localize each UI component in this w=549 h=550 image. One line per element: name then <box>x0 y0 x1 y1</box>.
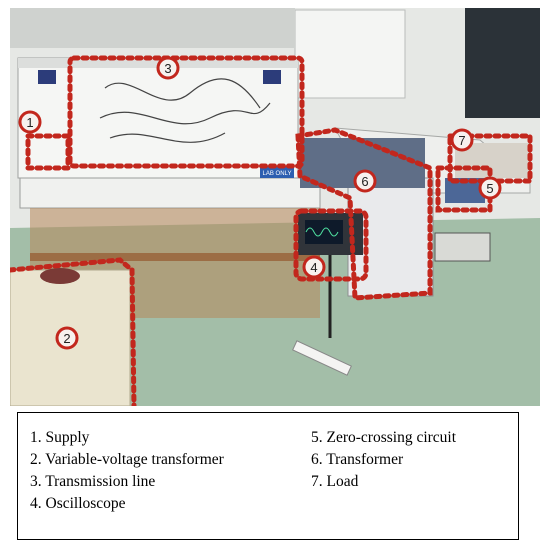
wiring <box>99 78 271 143</box>
marker-2: 2 <box>55 326 79 350</box>
oscilloscope-screen <box>305 220 343 244</box>
legend-box: 1. Supply 2. Variable-voltage transforme… <box>17 412 519 540</box>
variac-knob <box>40 268 80 284</box>
whiteboard <box>294 9 406 99</box>
legend-item-load: 7. Load <box>311 473 359 490</box>
lab-sign <box>260 166 294 178</box>
svg-text:7: 7 <box>458 133 465 148</box>
marker-1: 1 <box>18 110 42 134</box>
marker-7: 7 <box>450 128 474 152</box>
window <box>465 8 540 118</box>
lab-setup-photo: LAB ONLY 1 2 3 4 5 <box>10 8 540 406</box>
legend-item-transformer: 6. Transformer <box>311 451 404 468</box>
svg-text:4: 4 <box>310 260 317 275</box>
lab-sign-text: LAB ONLY <box>263 171 292 177</box>
meter-right <box>263 70 281 84</box>
legend-item-transmission-line: 3. Transmission line <box>30 473 156 490</box>
ceiling-shelf <box>10 8 295 48</box>
marker-6: 6 <box>353 169 377 193</box>
region-oscilloscope <box>293 208 369 282</box>
svg-text:2: 2 <box>63 331 70 346</box>
region-supply <box>25 133 71 171</box>
region-variable-transformer <box>10 257 137 406</box>
meter-left <box>38 70 56 84</box>
legend-item-variable-voltage-transformer: 2. Variable-voltage transformer <box>30 451 224 468</box>
svg-text:6: 6 <box>361 174 368 189</box>
svg-text:5: 5 <box>486 181 493 196</box>
power-strip <box>292 340 352 376</box>
region-transformer <box>295 127 433 301</box>
region-transmission-line <box>67 55 305 169</box>
legend-item-supply: 1. Supply <box>30 429 90 446</box>
marker-5: 5 <box>478 176 502 200</box>
legend-item-oscilloscope: 4. Oscilloscope <box>30 495 126 512</box>
marker-3: 3 <box>156 56 180 80</box>
legend-item-zero-crossing-circuit: 5. Zero-crossing circuit <box>311 429 457 446</box>
trainer-panel <box>17 57 299 179</box>
svg-text:1: 1 <box>26 115 33 130</box>
bench-shelf <box>30 253 320 261</box>
svg-text:3: 3 <box>164 61 171 76</box>
marker-4: 4 <box>302 255 326 279</box>
second-scope <box>434 232 491 262</box>
bench-top <box>19 177 321 209</box>
oscilloscope-wave <box>305 227 339 237</box>
